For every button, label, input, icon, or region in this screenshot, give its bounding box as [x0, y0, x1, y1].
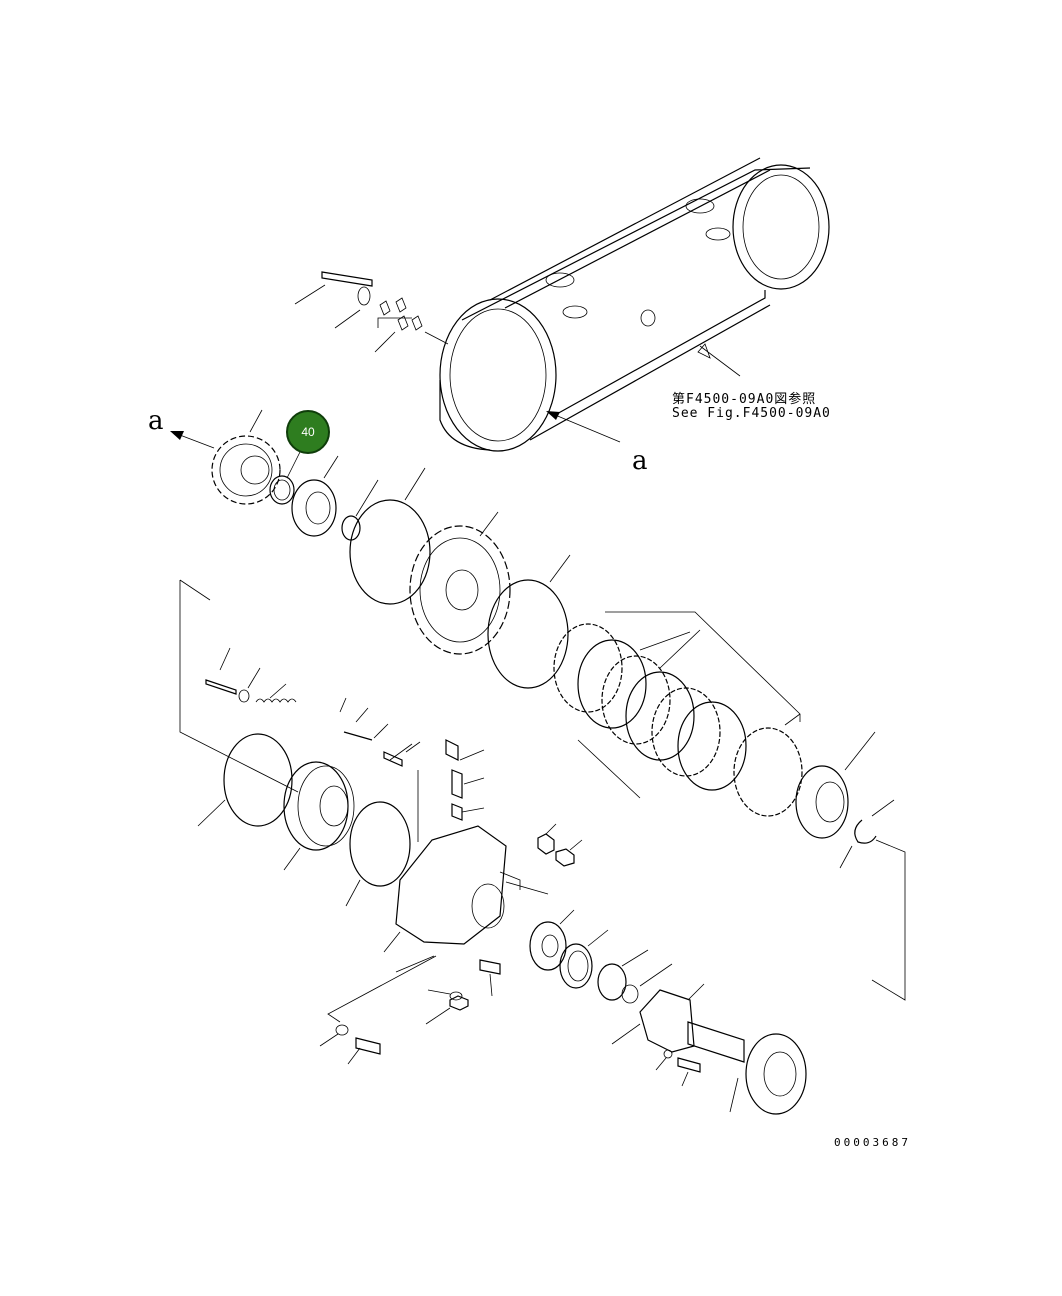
spacer-ring: [269, 449, 302, 505]
part-callout-40[interactable]: 40: [286, 410, 330, 454]
hub-right: [795, 731, 906, 1001]
spacer-lower: [597, 949, 673, 1004]
bearing-top: [291, 455, 339, 537]
brake-cover: [409, 511, 511, 655]
lock-plate: [611, 989, 701, 1087]
bolts-bottom: [319, 959, 501, 1065]
brake-housing: [327, 770, 549, 1023]
figure-reference-japanese: 第F4500-09A0図参照: [672, 392, 817, 407]
nut-plugs: [537, 823, 583, 867]
bearing-lower: [529, 909, 575, 971]
sprocket: [211, 409, 281, 505]
pins-and-valves: [339, 697, 485, 821]
snap-ring-top: [341, 479, 379, 541]
o-ring-lower-left: [197, 733, 293, 827]
o-ring-lower-mid: [345, 801, 411, 907]
section-label-a-right: a: [632, 446, 648, 476]
final-drive-case: [439, 157, 830, 452]
brake-plates: [553, 611, 803, 817]
o-ring-large-top: [349, 467, 431, 605]
bolt-washer-group-top: [294, 271, 449, 353]
piston: [283, 761, 355, 871]
o-ring-mid: [487, 554, 571, 689]
drawing-number: 00003687: [834, 1136, 911, 1149]
section-label-a-left: a: [148, 406, 164, 436]
seal-lower: [559, 929, 609, 989]
output-shaft: [687, 983, 807, 1115]
figure-reference-english: See Fig.F4500-09A0: [672, 406, 831, 421]
bolt-spring-group: [205, 647, 297, 703]
